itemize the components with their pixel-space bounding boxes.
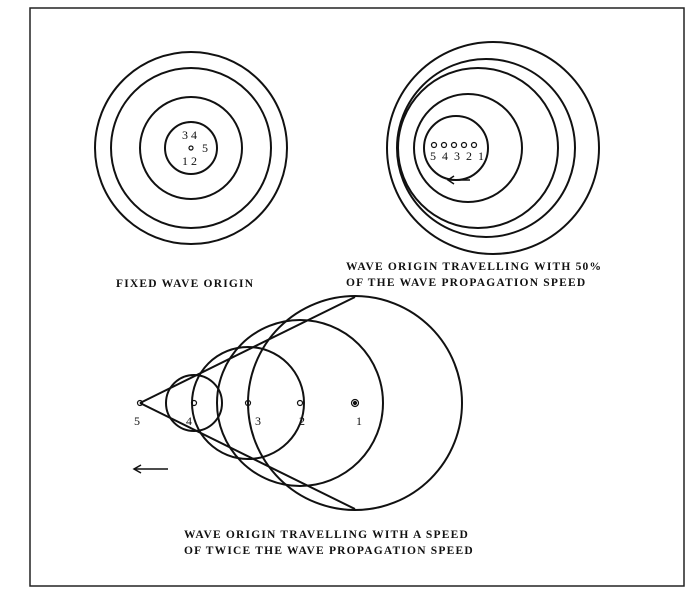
double-point-1	[350, 398, 360, 408]
half-point	[470, 141, 478, 149]
half-speed-diagram	[386, 41, 600, 255]
figure-border	[29, 7, 685, 587]
half-point	[460, 141, 468, 149]
double-label-1: 1	[356, 414, 362, 428]
fixed-wave-ring-2	[139, 96, 243, 200]
fixed-wave-ring-3	[110, 67, 272, 229]
caption-double-line2: OF TWICE THE WAVE PROPAGATION SPEED	[184, 545, 474, 557]
double-label-3: 3	[255, 414, 261, 428]
double-label-2: 2	[299, 414, 305, 428]
mach-cone-upper-line	[139, 296, 356, 404]
double-label-5: 5	[134, 414, 140, 428]
half-wave-ring-1	[386, 41, 600, 255]
fixed-wave-ring-1	[164, 121, 218, 175]
caption-fixed-origin: FIXED WAVE ORIGIN	[116, 278, 254, 290]
caption-half-line2: OF THE WAVE PROPAGATION SPEED	[346, 277, 586, 289]
fixed-label-top: 3 4	[182, 128, 197, 142]
fixed-origin-point	[188, 145, 194, 151]
half-speed-points	[430, 141, 478, 149]
fixed-origin-diagram	[94, 51, 288, 245]
double-point-1-center	[352, 400, 358, 406]
half-direction-arrow-icon	[446, 175, 470, 185]
half-wave-ring-4	[413, 93, 523, 203]
double-point-3	[244, 399, 252, 407]
mach-cone-lower-line	[139, 402, 356, 510]
double-wave-ring-1	[247, 295, 463, 511]
double-speed-points	[136, 398, 360, 408]
double-direction-arrow-icon	[132, 464, 168, 474]
double-point-2	[296, 399, 304, 407]
double-wave-ring-4	[165, 374, 223, 432]
fixed-wave-ring-4	[94, 51, 288, 245]
fixed-label-right: 5	[202, 141, 208, 155]
half-point-labels: 5 4 3 2 1	[430, 149, 486, 163]
half-point	[440, 141, 448, 149]
half-point	[430, 141, 438, 149]
double-label-4: 4	[186, 414, 192, 428]
half-point	[450, 141, 458, 149]
fixed-label-bottom: 1 2	[182, 154, 197, 168]
double-point-4	[190, 399, 198, 407]
half-wave-ring-3	[397, 67, 559, 229]
double-speed-diagram	[139, 295, 463, 511]
double-wave-ring-2	[216, 319, 384, 487]
caption-half-line1: WAVE ORIGIN TRAVELLING WITH 50%	[346, 261, 602, 273]
double-point-5	[136, 399, 144, 407]
caption-double-line1: WAVE ORIGIN TRAVELLING WITH A SPEED	[184, 529, 469, 541]
